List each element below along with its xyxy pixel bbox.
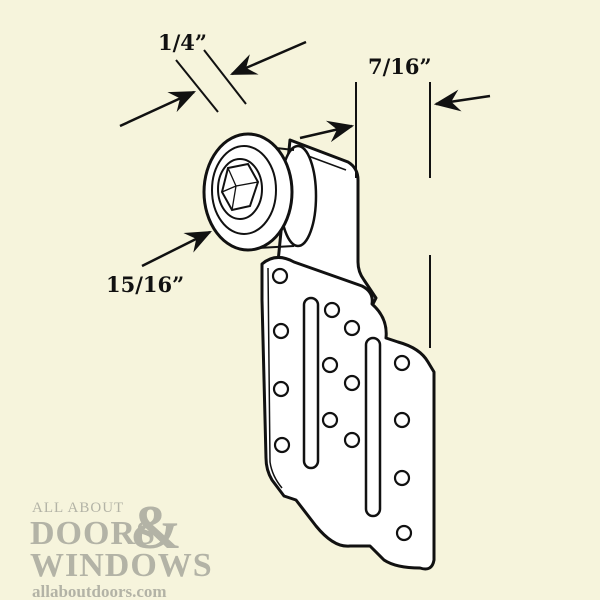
watermark-logo: ALL ABOUT DOORS & WINDOWS allaboutdoors.…	[30, 494, 213, 600]
watermark-line-all-about: ALL ABOUT	[32, 500, 124, 516]
dimension-label-wheel-diameter: 15/16”	[106, 272, 184, 297]
dimension-wheel-width: 1/4”	[119, 30, 307, 128]
dimension-label-plate-offset: 7/16”	[368, 54, 432, 79]
watermark-url: allaboutdoors.com	[32, 582, 167, 600]
watermark-line-windows: WINDOWS	[30, 547, 213, 584]
dimension-label-wheel-width: 1/4”	[158, 30, 207, 55]
mounting-plate	[260, 256, 436, 571]
dimension-plate-offset: 7/16”	[299, 54, 491, 348]
roller-wheel	[202, 132, 318, 252]
watermark-line-doors: DOORS	[30, 515, 156, 552]
watermark-ampersand: &	[130, 494, 182, 562]
dimension-wheel-diameter: 15/16”	[106, 230, 212, 297]
